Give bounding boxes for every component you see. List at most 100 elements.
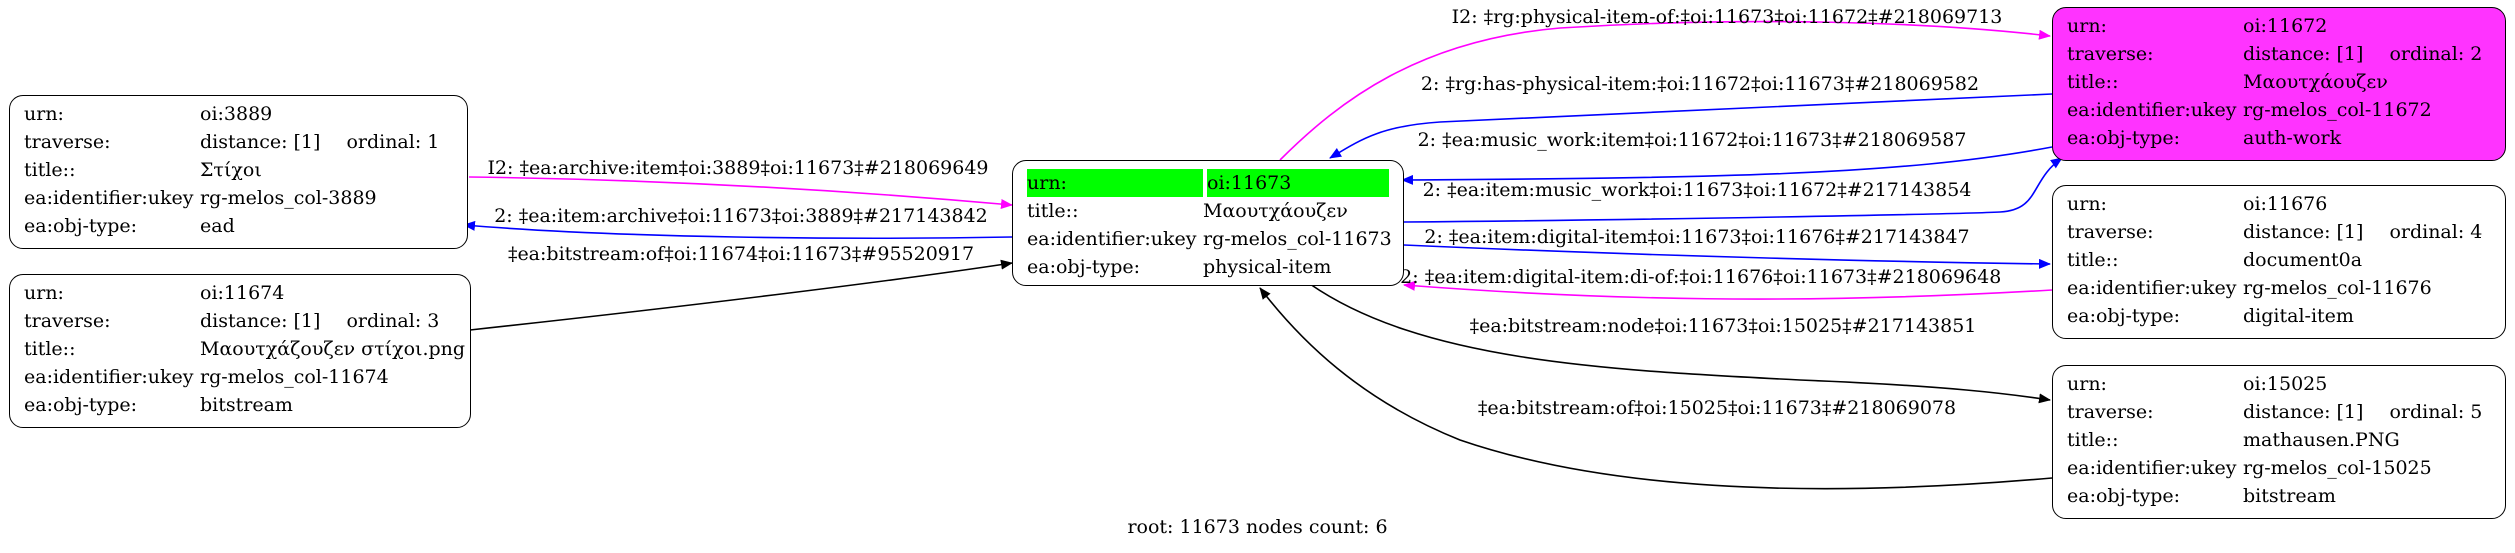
field-value: Μαουτχάζουζεν στίχοι.png bbox=[200, 338, 466, 360]
field-label: title:: bbox=[1027, 200, 1079, 222]
field-label: ea:identifier:ukey bbox=[24, 366, 194, 388]
edge-label: 2: ‡ea:item:archive‡oi:11673‡oi:3889‡#21… bbox=[494, 205, 988, 227]
traverse-ordinal: ordinal: 3 bbox=[346, 310, 440, 332]
edge-label: I2: ‡ea:item:digital-item:di-of:‡oi:1167… bbox=[1393, 266, 2002, 288]
node-15025[interactable]: urn:oi:15025 traverse: distance: [1] ordin… bbox=[2052, 365, 2506, 519]
field-obj-type: ea:obj-type: bitstream bbox=[24, 391, 456, 419]
field-ukey: ea:identifier:ukey rg-melos_col-11672 bbox=[2067, 96, 2491, 124]
field-traverse: traverse: distance: [1] ordinal: 2 bbox=[2067, 40, 2491, 68]
edge-item-music-work bbox=[1403, 157, 2063, 223]
edge-label: 2: ‡rg:has-physical-item:‡oi:11672‡oi:11… bbox=[1421, 73, 1979, 95]
field-label: ea:obj-type: bbox=[2067, 127, 2181, 149]
node-11672[interactable]: urn: oi:11672 traverse: distance: [1] ordin… bbox=[2052, 7, 2506, 161]
field-label: ea:obj-type: bbox=[24, 215, 138, 237]
edge-digital-item-di-of bbox=[1403, 280, 2053, 300]
edge-label: ‡ea:bitstream:of‡oi:15025‡oi:11673‡#2180… bbox=[1478, 397, 1956, 419]
edge-label: I2: ‡ea:archive:item‡oi:3889‡oi:11673‡#2… bbox=[487, 157, 988, 179]
field-label: title:: bbox=[2067, 71, 2119, 93]
field-ukey: ea:identifier:ukey rg-melos_col-11674 bbox=[24, 363, 456, 391]
field-value: rg-melos_col-15025 bbox=[2243, 457, 2432, 479]
edge-label: 2: ‡ea:music_work:item‡oi:11672‡oi:11673… bbox=[1418, 129, 1967, 151]
field-label: title:: bbox=[24, 159, 76, 181]
traverse-ordinal: ordinal: 2 bbox=[2389, 43, 2483, 65]
field-value: oi:15025 bbox=[2243, 373, 2328, 395]
node-11673-root[interactable]: urn:oi:11673 title::Μαουτχάουζεν ea:iden… bbox=[1012, 160, 1404, 286]
edge-bitstream-of-11674 bbox=[469, 259, 1013, 331]
field-label: title:: bbox=[24, 338, 76, 360]
field-label: urn: bbox=[24, 282, 64, 304]
node-11676[interactable]: urn:oi:11676 traverse:distance: [1]ordin… bbox=[2052, 185, 2506, 339]
field-label: urn: bbox=[2067, 15, 2107, 37]
field-value: rg-melos_col-11674 bbox=[200, 366, 389, 388]
traverse-distance: distance: [1] bbox=[2243, 43, 2364, 65]
field-label: ea:identifier:ukey bbox=[2067, 277, 2237, 299]
field-urn: urn: oi:3889 bbox=[24, 100, 453, 128]
traverse-ordinal: ordinal: 4 bbox=[2389, 221, 2483, 243]
field-label: ea:obj-type: bbox=[2067, 305, 2181, 327]
field-traverse: traverse:distance: [1]ordinal: 1 bbox=[24, 128, 453, 156]
traverse-ordinal: ordinal: 5 bbox=[2389, 401, 2483, 423]
field-traverse: traverse:distance: [1]ordinal: 3 bbox=[24, 307, 456, 335]
field-value: rg-melos_col-11673 bbox=[1203, 228, 1392, 250]
field-label: urn: bbox=[24, 103, 64, 125]
field-title: title::Μαουτχάζουζεν στίχοι.png bbox=[24, 335, 465, 363]
field-label: urn: bbox=[2067, 193, 2107, 215]
field-value: oi:11674 bbox=[200, 282, 285, 304]
traverse-distance: distance: [1] bbox=[2243, 401, 2364, 423]
field-label: ea:identifier:ukey bbox=[2067, 457, 2237, 479]
field-value: ead bbox=[200, 215, 235, 237]
field-urn: urn:oi:15025 bbox=[2067, 370, 2491, 398]
field-urn: urn: oi:11672 bbox=[2067, 12, 2491, 40]
field-value: rg-melos_col-11672 bbox=[2243, 99, 2432, 121]
edge-bitstream-node bbox=[1309, 283, 2051, 404]
edge-label: 2: ‡ea:item:digital-item‡oi:11673‡oi:116… bbox=[1424, 226, 1969, 248]
field-label: traverse: bbox=[2067, 221, 2154, 243]
field-title: title::Μαουτχάουζεν bbox=[2067, 68, 2491, 96]
edge-item-digital-item bbox=[1403, 244, 2051, 269]
traverse-distance: distance: [1] bbox=[200, 131, 321, 153]
edge-label: ‡ea:bitstream:node‡oi:11673‡oi:15025‡#21… bbox=[1470, 315, 1977, 337]
edge-music-work-item bbox=[1401, 146, 2053, 185]
field-value: document0a bbox=[2243, 249, 2363, 271]
field-value: bitstream bbox=[2243, 485, 2336, 507]
field-title: title::document0a bbox=[2067, 246, 2491, 274]
field-value: bitstream bbox=[200, 394, 293, 416]
field-ukey: ea:identifier:ukey rg-melos_col-11673 bbox=[1027, 225, 1392, 253]
graph-footer: root: 11673 nodes count: 6 bbox=[1127, 516, 1388, 538]
field-value: oi:3889 bbox=[200, 103, 273, 125]
field-ukey: ea:identifier:ukey rg-melos_col-11676 bbox=[2067, 274, 2491, 302]
field-title: title::Μαουτχάουζεν bbox=[1027, 197, 1389, 225]
field-label: ea:identifier:ukey bbox=[2067, 99, 2237, 121]
field-ukey: ea:identifier:ukey rg-melos_col-15025 bbox=[2067, 454, 2491, 482]
field-value: Μαουτχάουζεν bbox=[2243, 71, 2388, 93]
edge-label: 2: ‡ea:item:music_work‡oi:11673‡oi:11672… bbox=[1423, 179, 1972, 201]
edge-item-archive bbox=[463, 220, 1013, 240]
field-value: oi:11676 bbox=[2243, 193, 2328, 215]
field-label: traverse: bbox=[2067, 401, 2154, 423]
field-label: traverse: bbox=[2067, 43, 2154, 65]
node-11674[interactable]: urn: oi:11674 traverse:distance: [1]ordin… bbox=[9, 274, 471, 428]
field-value: rg-melos_col-11676 bbox=[2243, 277, 2432, 299]
node-3889[interactable]: urn:oi:3889 traverse:distance: [1]ordina… bbox=[9, 95, 468, 249]
field-value: digital-item bbox=[2243, 305, 2354, 327]
field-label: traverse: bbox=[24, 131, 111, 153]
field-obj-type: ea:obj-type: auth-work bbox=[2067, 124, 2491, 152]
edge-bitstream-of-15025 bbox=[1259, 287, 2053, 490]
field-value: auth-work bbox=[2243, 127, 2342, 149]
field-value: Στίχοι bbox=[200, 159, 262, 181]
field-value: oi:11672 bbox=[2243, 15, 2328, 37]
edge-physical-item-of bbox=[1279, 20, 2051, 161]
field-obj-type: ea:obj-type:physical-item bbox=[1027, 253, 1389, 281]
field-value: Μαουτχάουζεν bbox=[1203, 200, 1348, 222]
field-label: ea:obj-type: bbox=[24, 394, 138, 416]
field-label: ea:identifier:ukey bbox=[1027, 228, 1197, 250]
field-value: mathausen.PNG bbox=[2243, 429, 2400, 451]
field-label: ea:identifier:ukey bbox=[24, 187, 194, 209]
field-urn: urn:oi:11673 bbox=[1027, 169, 1389, 197]
field-label: title:: bbox=[2067, 429, 2119, 451]
field-label: urn: bbox=[1027, 169, 1203, 197]
edge-label: I2: ‡rg:physical-item-of:‡oi:11673‡oi:11… bbox=[1452, 6, 2003, 28]
field-title: title::mathausen.PNG bbox=[2067, 426, 2491, 454]
